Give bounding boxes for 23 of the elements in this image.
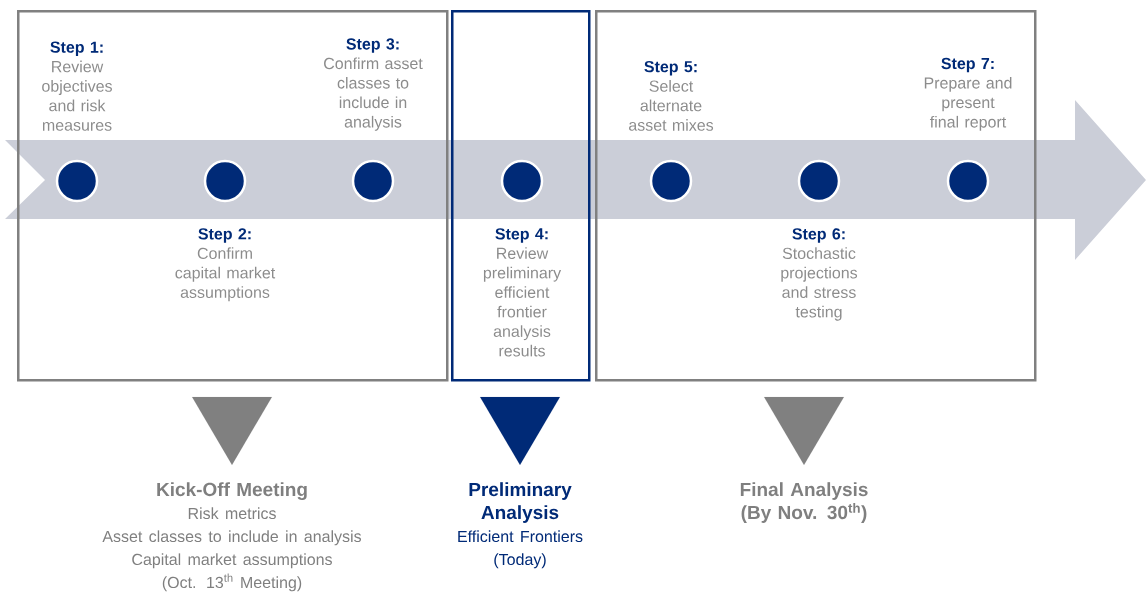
step-label: Step 5: Select alternate asset mixes <box>629 60 714 131</box>
step-label: Step 2: Confirm capital market assumptions <box>175 228 276 302</box>
milestone-label: Kick-Off Meeting Risk metrics Asset classes to include in analysis Capital market assumptions (Oct. 13$^{th}$ Meeting) <box>102 482 362 592</box>
triangle-arrow <box>192 396 272 465</box>
step-circle <box>500 159 544 203</box>
triangle-arrow <box>764 396 844 465</box>
step-label: Step 3: Confirm asset classes to include in analysis <box>324 38 423 131</box>
milestone-label: Preliminary Analysis Efficient Frontiers (Today) <box>458 482 583 569</box>
step-label: Step 7: Prepare and present final report <box>924 57 1012 131</box>
step-circle <box>203 159 247 203</box>
step-circle <box>649 159 693 203</box>
step-circle <box>55 159 99 203</box>
step-label: Step 6: Stochastic projections and stress testing <box>781 228 858 321</box>
step-circle <box>797 159 841 203</box>
step-circle <box>946 159 990 203</box>
milestone-label: Final Analysis (By Nov. 30$^{th}$) <box>740 482 868 523</box>
phase-box <box>17 10 449 382</box>
phase-box <box>595 10 1037 382</box>
phase-box <box>451 10 591 382</box>
step-label: Step 4: Review preliminary efficient frontier analysis results <box>483 228 562 357</box>
triangle-arrow <box>480 396 560 465</box>
step-label: Step 1: Review objectives and risk measures <box>42 41 112 131</box>
step-circle <box>351 159 395 203</box>
